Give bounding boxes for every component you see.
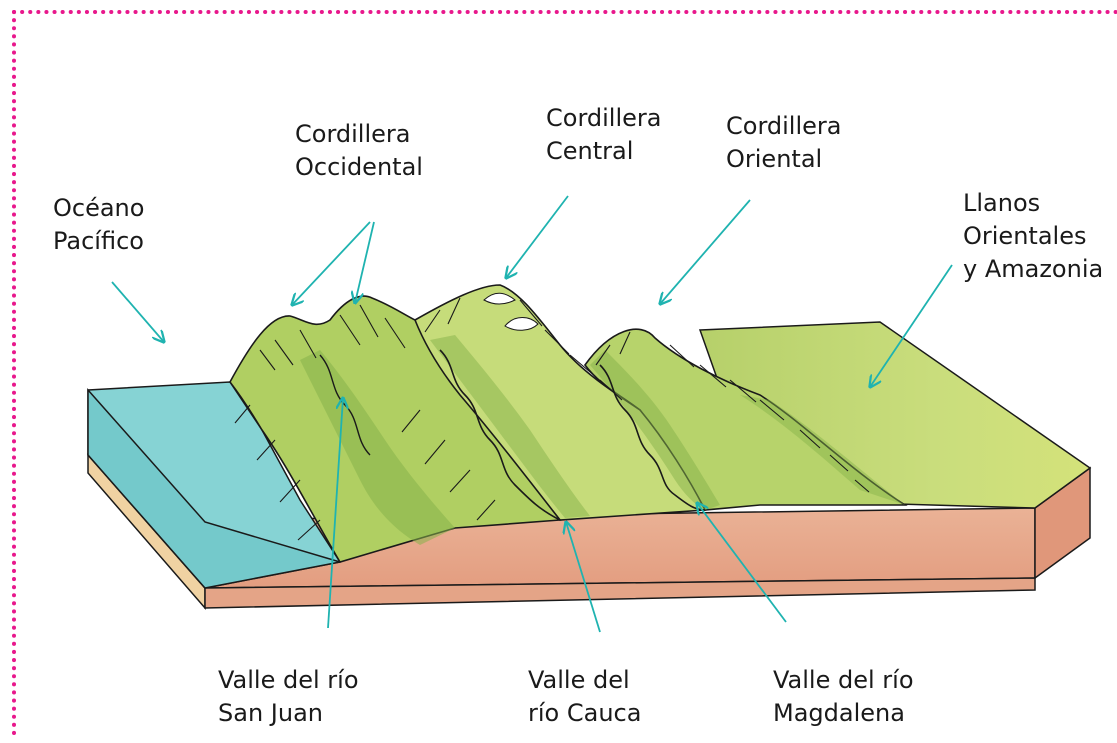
arrow-oriental <box>660 199 751 304</box>
arrow-occidental-b <box>355 221 375 303</box>
arrow-central <box>506 195 569 278</box>
label-oceano-pacifico: Océano Pacífico <box>53 192 144 258</box>
label-oceano-pacifico-line2: Pacífico <box>53 227 144 255</box>
label-valle-cauca: Valle del río Cauca <box>528 664 641 730</box>
arrow-occidental-a <box>292 221 371 305</box>
label-llanos-line3: y Amazonia <box>963 255 1104 283</box>
label-cordillera-central: Cordillera Central <box>546 102 661 168</box>
label-valle-san-juan-line1: Valle del río <box>218 666 359 694</box>
label-valle-san-juan: Valle del río San Juan <box>218 664 359 730</box>
label-oceano-pacifico-line1: Océano <box>53 194 145 222</box>
label-llanos-line1: Llanos <box>963 189 1041 217</box>
ridge-hatching <box>234 297 870 541</box>
label-cordillera-occidental-line1: Cordillera <box>295 120 411 148</box>
label-valle-san-juan-line2: San Juan <box>218 699 323 727</box>
pointer-arrows <box>111 195 953 633</box>
label-cordillera-oriental-line2: Oriental <box>726 145 823 173</box>
river-cauca <box>439 349 561 521</box>
label-cordillera-central-line2: Central <box>546 137 634 165</box>
label-cordillera-occidental-line2: Occidental <box>295 153 423 181</box>
label-cordillera-oriental-line1: Cordillera <box>726 112 842 140</box>
magdalena-valley-shade <box>590 350 720 510</box>
snow-cap-1 <box>483 292 516 305</box>
arrow-cauca <box>566 522 601 633</box>
terrain-block <box>87 284 1092 611</box>
label-valle-magdalena: Valle del río Magdalena <box>773 664 914 730</box>
snow-cap-2 <box>504 317 539 331</box>
label-valle-cauca-line1: Valle del <box>528 666 630 694</box>
label-valle-magdalena-line2: Magdalena <box>773 699 905 727</box>
soil-bottom-front <box>204 577 1036 609</box>
cauca-valley-shade <box>430 335 590 518</box>
label-valle-cauca-line2: río Cauca <box>528 699 642 727</box>
label-cordillera-oriental: Cordillera Oriental <box>726 110 841 176</box>
label-llanos-orientales: Llanos Orientales y Amazonia <box>963 187 1103 286</box>
label-cordillera-central-line1: Cordillera <box>546 104 662 132</box>
ocean-front-face <box>87 388 341 589</box>
river-magdalena <box>599 364 706 511</box>
arrow-magdalena <box>697 503 787 623</box>
label-valle-magdalena-line1: Valle del río <box>773 666 914 694</box>
arrow-pacific <box>111 281 164 342</box>
arrow-llanos <box>870 264 953 387</box>
oriental-slope-shade <box>740 395 905 505</box>
arrow-san-juan <box>327 398 343 629</box>
label-cordillera-occidental: Cordillera Occidental <box>295 118 423 184</box>
label-llanos-line2: Orientales <box>963 222 1087 250</box>
